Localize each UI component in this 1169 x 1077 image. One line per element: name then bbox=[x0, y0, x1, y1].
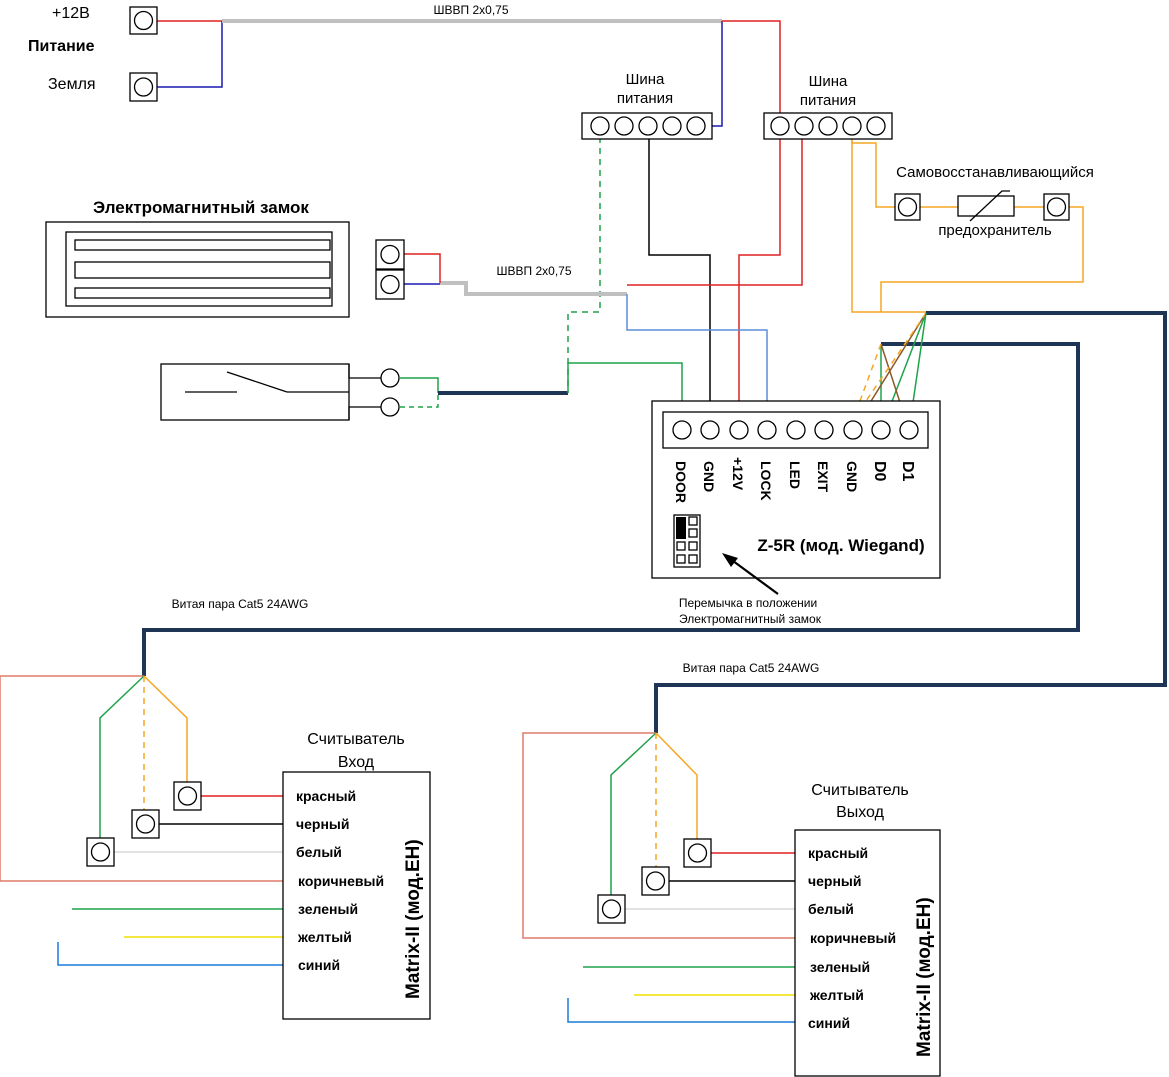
power-plus-terminal bbox=[129, 6, 158, 35]
pin-label-d0: D0 bbox=[871, 461, 888, 482]
wire-plus12-to-lock bbox=[627, 126, 803, 286]
lock-terminal bbox=[375, 239, 405, 300]
reader2-wire-salmon bbox=[522, 732, 795, 939]
pin-label-led: LED bbox=[787, 461, 803, 489]
reader1-blue bbox=[57, 942, 283, 966]
reader2-wire-2: черный bbox=[808, 873, 861, 889]
fuse-label-2: предохранитель bbox=[938, 222, 1052, 239]
reader2-wire-5: зеленый bbox=[810, 959, 870, 975]
power-ground-label: Земля bbox=[48, 76, 96, 93]
busbar-1-label-1: Шина bbox=[626, 71, 665, 88]
busbar-2-label-1: Шина bbox=[809, 73, 848, 90]
wire-to-busbar-1-blue bbox=[710, 21, 723, 127]
reader2-wire-7: синий bbox=[808, 1015, 850, 1031]
pin-label-gnd-2: GND bbox=[844, 461, 860, 492]
power-cable-label: ШВВП 2х0,75 bbox=[434, 3, 509, 17]
controller-z5r bbox=[651, 400, 941, 579]
reader1-model: Matrix-II (мод.EH) bbox=[403, 839, 424, 999]
reader1-wire-4: коричневый bbox=[298, 873, 384, 889]
cable-lock bbox=[440, 281, 627, 296]
pin-label-plus12: +12V bbox=[730, 457, 746, 491]
reader2-wire-1: красный bbox=[808, 845, 868, 861]
wire-gnd-to-controller bbox=[648, 126, 711, 430]
wire-fuse-out bbox=[880, 206, 1084, 312]
reader1-title-1: Считыватель bbox=[307, 731, 405, 748]
fuse-symbol bbox=[957, 190, 1015, 222]
wire-to-busbar-2-red bbox=[722, 20, 781, 126]
controller-name: Z-5R (мод. Wiegand) bbox=[757, 536, 924, 555]
reader1-wire-5: зеленый bbox=[298, 901, 358, 917]
jumper-note-2: Электромагнитный замок bbox=[679, 612, 822, 626]
power-title: Питание bbox=[28, 38, 95, 55]
reader1-wire-salmon bbox=[0, 675, 283, 882]
fuse-label-1: Самовосстанавливающийся bbox=[896, 164, 1094, 181]
reader2-model: Matrix-II (мод.EH) bbox=[914, 897, 935, 1057]
cable-reader-2 bbox=[142, 342, 1080, 676]
wire-orange-busbar-down bbox=[851, 126, 926, 313]
reader1-wire-orange bbox=[143, 675, 188, 796]
pin-label-exit: EXIT bbox=[815, 461, 831, 493]
lock-cable-label: ШВВП 2х0,75 bbox=[497, 264, 572, 278]
pin-label-lock: LOCK bbox=[758, 461, 774, 501]
reader2-title-2: Выход bbox=[836, 804, 885, 821]
reader1-terminals bbox=[86, 781, 202, 867]
reader1-wire-7: синий bbox=[298, 957, 340, 973]
wire-button-green bbox=[400, 377, 439, 393]
reader2-wire-orange bbox=[655, 732, 698, 853]
wire-lock-red bbox=[404, 253, 441, 283]
busbar-1 bbox=[581, 112, 713, 140]
reader1-wire-green bbox=[99, 675, 145, 852]
reader2-cable-label: Витая пара Cat5 24AWG bbox=[683, 661, 820, 675]
wire-button-green-dashed bbox=[400, 393, 439, 408]
wire-lock-to-controller bbox=[626, 294, 768, 430]
reader1-cable-label: Витая пара Cat5 24AWG bbox=[172, 597, 309, 611]
reader1-wire-1: красный bbox=[296, 788, 356, 804]
pin-label-d1: D1 bbox=[899, 461, 916, 482]
busbar-1-label-2: питания bbox=[617, 90, 673, 107]
reader1-title-2: Вход bbox=[338, 754, 375, 771]
power-plus-label: +12В bbox=[52, 5, 90, 22]
pin-label-door: DOOR bbox=[673, 461, 689, 503]
wire-button-to-door bbox=[567, 362, 683, 430]
cable-reader-1 bbox=[654, 311, 1167, 733]
reader2-title-1: Считыватель bbox=[811, 782, 909, 799]
lock-title: Электромагнитный замок bbox=[93, 198, 309, 217]
jumper-arrow bbox=[722, 553, 779, 595]
reader2-blue bbox=[567, 998, 795, 1023]
reader1-wire-3: белый bbox=[296, 844, 342, 860]
reader1-box bbox=[282, 771, 431, 1020]
exit-button bbox=[160, 363, 400, 421]
reader2-wire-3: белый bbox=[808, 901, 854, 917]
reader1-wire-2: черный bbox=[296, 816, 349, 832]
reader2-terminals bbox=[597, 838, 712, 924]
power-ground-terminal bbox=[129, 72, 158, 102]
reader2-wire-6: желтый bbox=[809, 987, 864, 1003]
busbar-2 bbox=[763, 112, 893, 140]
jumper-block bbox=[673, 514, 701, 568]
controller-terminals bbox=[672, 420, 919, 440]
reader2-wire-green bbox=[610, 732, 657, 909]
wire-busbar-door-dashed bbox=[567, 126, 601, 393]
reader2-wire-4: коричневый bbox=[810, 930, 896, 946]
fuse-terminal-right bbox=[1043, 193, 1070, 221]
jumper-note-1: Перемычка в положении bbox=[679, 596, 817, 610]
electromagnetic-lock bbox=[45, 221, 350, 318]
wire-power-ground bbox=[157, 21, 223, 88]
reader2-box bbox=[794, 829, 941, 1077]
reader1-wire-6: желтый bbox=[297, 929, 352, 945]
pin-label-gnd: GND bbox=[701, 461, 717, 492]
wire-plus12-to-controller bbox=[738, 126, 781, 430]
busbar-2-label-2: питания bbox=[800, 92, 856, 109]
fuse-terminal-left bbox=[894, 193, 921, 221]
